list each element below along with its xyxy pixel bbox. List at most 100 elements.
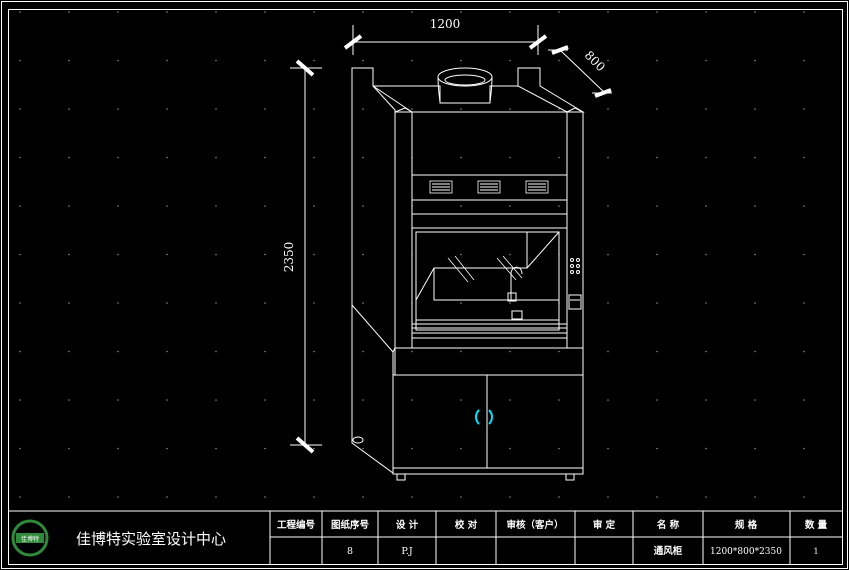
left-front-pillar (394, 111, 413, 349)
grid-dot (754, 302, 756, 304)
grid-dot (215, 350, 217, 353)
grid-dot (19, 205, 21, 207)
vent-slots (429, 180, 549, 194)
grid-dot (754, 59, 756, 62)
grid-dot (509, 350, 511, 353)
grid-dot (19, 59, 21, 62)
grid-dot (362, 205, 364, 207)
value-design: P.J (401, 546, 412, 557)
grid-dot (754, 399, 756, 401)
grid-dot (362, 59, 364, 62)
grid-dot (656, 253, 658, 256)
company-logo: 佳博特 (11, 519, 49, 557)
grid-dot (215, 302, 217, 304)
value-spec: 1200*800*2350 (710, 547, 782, 557)
dimension-depth (548, 45, 612, 98)
grid-dot (558, 11, 560, 13)
grid-dot (264, 253, 266, 256)
grid-dot (656, 59, 658, 62)
grid-dot (411, 108, 413, 110)
sash-header (411, 199, 568, 215)
grid-dot (509, 302, 511, 304)
grid-dot (313, 11, 315, 13)
inner-frame (8, 9, 843, 565)
exhaust-duct-top (437, 67, 493, 87)
grid-dot (509, 205, 511, 207)
grid-dot (68, 496, 70, 498)
grid-dot (362, 156, 364, 159)
value-name: 通风柜 (654, 545, 683, 557)
grid-dot (705, 205, 707, 207)
grid-dot (117, 496, 119, 498)
grid-dot (117, 302, 119, 304)
grid-dot (313, 447, 315, 450)
grid-dot (558, 447, 560, 450)
grid-dot (803, 108, 805, 110)
header-design: 设 计 (396, 519, 419, 531)
grid-dot (68, 399, 70, 401)
grid-dot (264, 350, 266, 353)
grid-dot (509, 156, 511, 159)
grid-dot (803, 253, 805, 256)
grid-dot (558, 350, 560, 353)
grid-dot (705, 253, 707, 256)
grid-dot (166, 205, 168, 207)
control-panel (568, 258, 582, 310)
header-check: 校 对 (455, 519, 478, 531)
grid-dot (19, 11, 21, 13)
right-top-panel (517, 67, 585, 113)
grid-dot (166, 447, 168, 450)
grid-dot (166, 253, 168, 256)
grid-dot (264, 447, 266, 450)
grid-dot (166, 302, 168, 304)
grid-dot (68, 108, 70, 110)
grid-dot (166, 350, 168, 353)
grid-dot (313, 156, 315, 159)
grid-dot (264, 399, 266, 401)
grid-dot (313, 108, 315, 110)
grid-dot (803, 350, 805, 353)
grid-dot (117, 205, 119, 207)
grid-dot (215, 59, 217, 62)
grid-dot (362, 496, 364, 498)
grid-dot (754, 205, 756, 207)
grid-dot (803, 59, 805, 62)
grid-dot (607, 496, 609, 498)
grid-dot (754, 253, 756, 256)
grid-dot (754, 350, 756, 353)
company-name: 佳博特实验室设计中心 (76, 530, 226, 548)
grid-dot (460, 496, 462, 498)
grid-dot (509, 253, 511, 256)
grid-dot (656, 108, 658, 110)
side-panel-seam (351, 304, 394, 353)
grid-dot (607, 205, 609, 207)
grid-dot (68, 302, 70, 304)
grid-dot (362, 253, 364, 256)
top-back-edge (373, 85, 441, 103)
grid-dot (362, 399, 364, 401)
header-name: 名 称 (657, 519, 680, 531)
grid-dot (705, 496, 707, 498)
grid-dot (558, 108, 560, 110)
grid-dot (509, 108, 511, 110)
grid-dot (264, 496, 266, 498)
grid-dot (656, 350, 658, 353)
grid-dot (362, 11, 364, 13)
grid-dot (656, 399, 658, 401)
grid-dot (117, 156, 119, 159)
grid-dot (607, 447, 609, 450)
grid-dot (754, 11, 756, 13)
foot-right (565, 473, 575, 481)
grid-dot (362, 350, 364, 353)
grid-dot (117, 108, 119, 110)
title-block (8, 510, 842, 564)
grid-dot (166, 11, 168, 13)
grid-dot (607, 350, 609, 353)
grid-dot (411, 447, 413, 450)
grid-dot (411, 496, 413, 498)
grid-dot (117, 399, 119, 401)
grid-dot (313, 59, 315, 62)
grid-dot (264, 205, 266, 207)
grid-dot (509, 496, 511, 498)
